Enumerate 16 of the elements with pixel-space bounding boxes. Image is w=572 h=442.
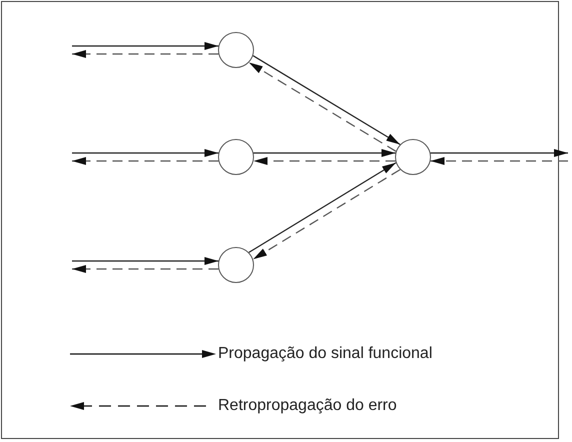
arrow: [72, 157, 218, 165]
arrow: [72, 257, 218, 265]
arrow: [430, 149, 568, 157]
legend-text: Propagação do sinal funcional: [218, 344, 432, 364]
arrow: [254, 149, 396, 157]
arrow: [72, 149, 218, 157]
arrow: [254, 157, 396, 165]
arrow: [248, 62, 396, 152]
arrow: [252, 169, 400, 260]
arrow: [252, 55, 400, 146]
arrow: [72, 265, 218, 273]
legend-text: Retropropagação do erro: [218, 396, 397, 416]
arrow: [72, 50, 218, 58]
arrow: [248, 162, 396, 253]
arrow: [430, 157, 568, 165]
arrow: [72, 42, 218, 50]
